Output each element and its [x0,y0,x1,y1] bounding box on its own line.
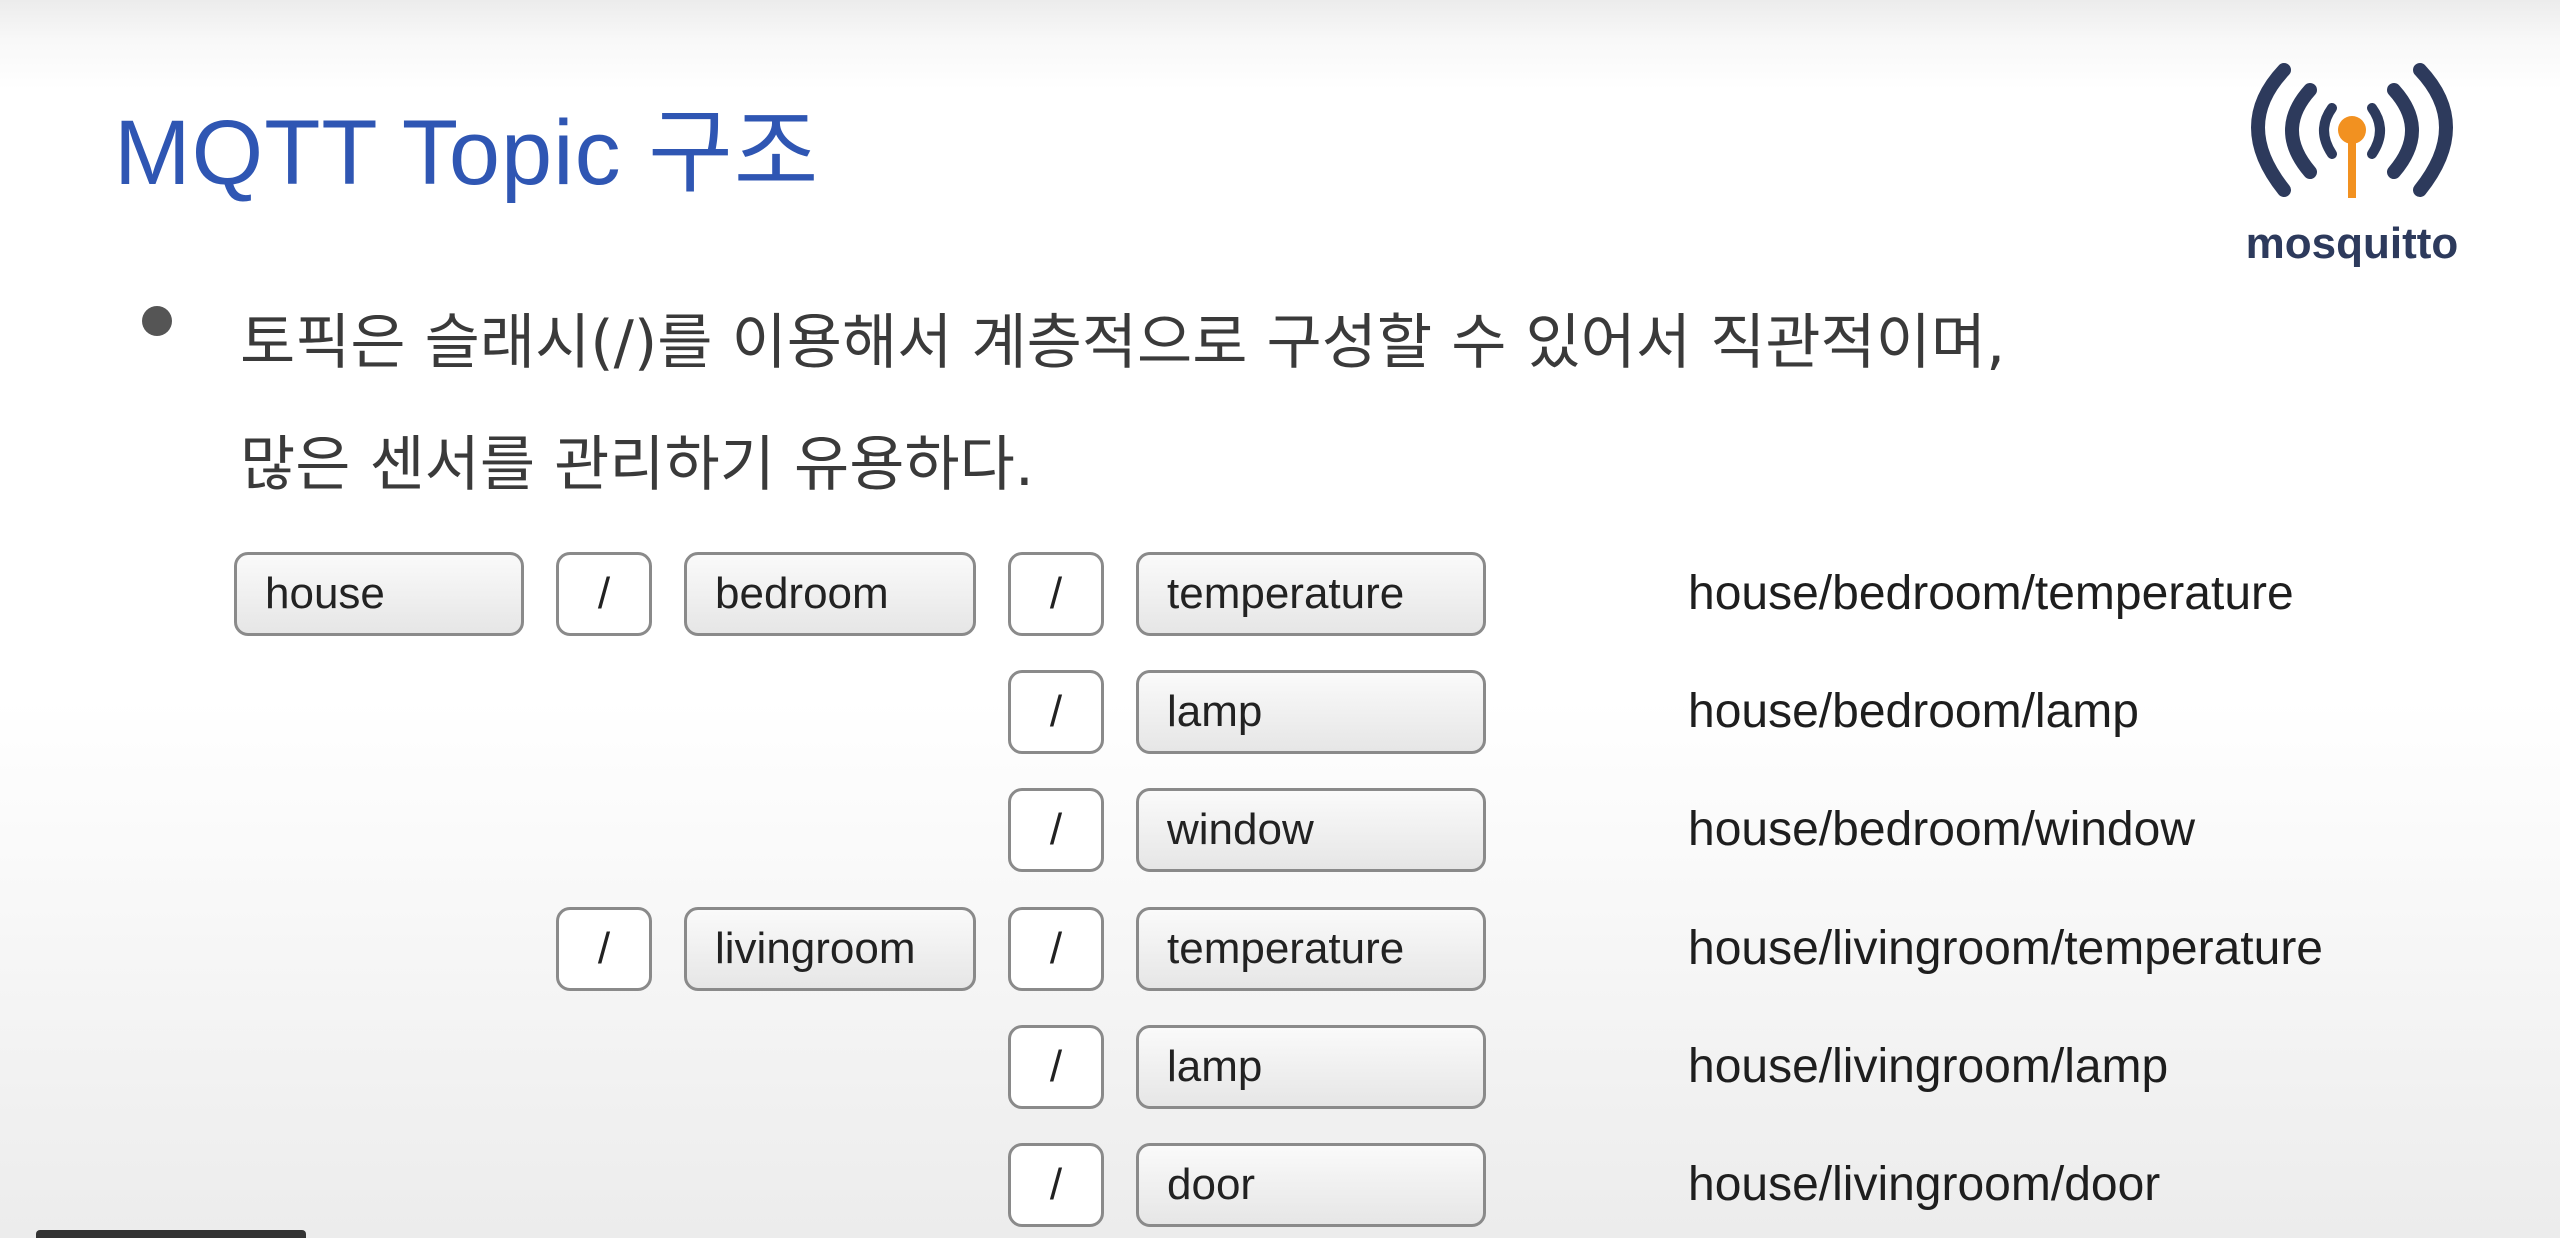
topic-path: house/bedroom/temperature [1688,567,2294,620]
separator-box: / [556,907,652,991]
separator-box: / [1008,552,1104,636]
topic-path: house/livingroom/lamp [1688,1040,2169,1093]
separator-box: / [1008,907,1104,991]
separator-box: / [556,552,652,636]
slide-title: MQTT Topic 구조 [114,102,820,204]
bullet-dot [142,306,172,336]
topic-box-root: house [234,552,524,636]
topic-path: house/livingroom/door [1688,1158,2161,1211]
logo-wordmark: mosquitto [2246,219,2459,268]
topic-box-leaf: door [1136,1143,1486,1227]
topic-box-leaf: lamp [1136,1025,1486,1109]
topic-box-leaf: temperature [1136,907,1486,991]
video-progress-bar[interactable] [36,1230,306,1238]
topic-box-leaf: temperature [1136,552,1486,636]
topic-box-room: bedroom [684,552,976,636]
topic-path: house/bedroom/lamp [1688,685,2139,738]
topic-path: house/livingroom/temperature [1688,922,2323,975]
bullet-line-1: 토픽은 슬래시(/)를 이용해서 계층적으로 구성할 수 있어서 직관적이며, [240,308,2006,378]
topic-box-room: livingroom [684,907,976,991]
separator-box: / [1008,1143,1104,1227]
topic-box-leaf: window [1136,788,1486,872]
bullet-line-2: 많은 센서를 관리하기 유용하다. [240,430,1034,500]
separator-box: / [1008,1025,1104,1109]
topic-box-leaf: lamp [1136,670,1486,754]
topic-path: house/bedroom/window [1688,803,2195,856]
bullet-text: 토픽은 슬래시(/)를 이용해서 계층적으로 구성할 수 있어서 직관적이며, … [240,282,2240,526]
separator-box: / [1008,788,1104,872]
separator-box: / [1008,670,1104,754]
mosquitto-logo-icon: mosquitto [2246,63,2459,268]
